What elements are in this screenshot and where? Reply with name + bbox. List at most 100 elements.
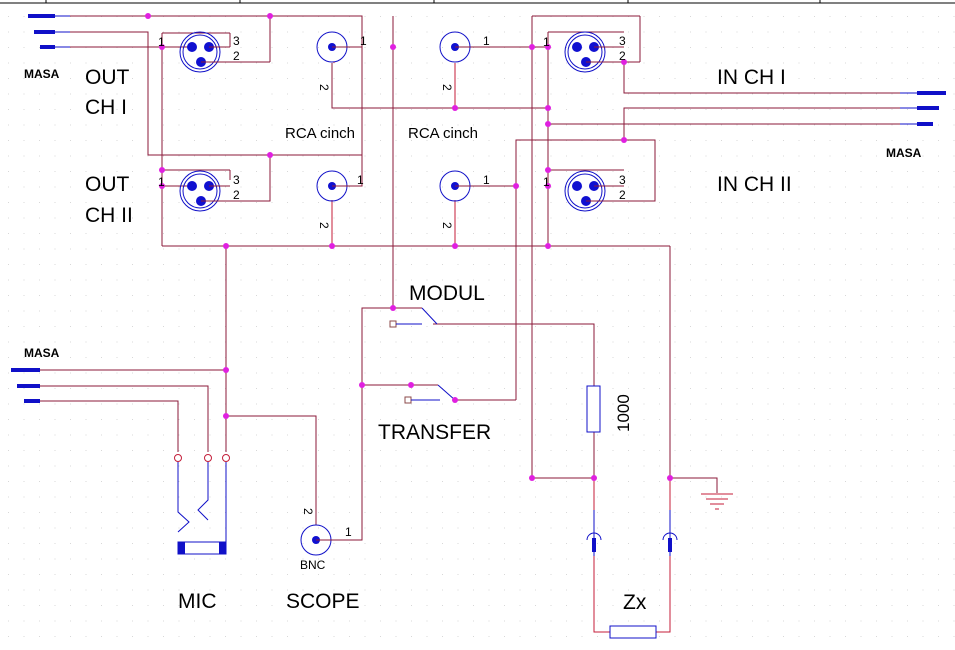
grid-dot <box>442 140 443 141</box>
terminal-block-in <box>900 91 946 126</box>
grid-dot <box>54 403 56 405</box>
grid-dot <box>798 62 800 64</box>
grid-dot <box>566 326 567 327</box>
grid-dot <box>643 248 645 250</box>
grid-dot <box>271 47 273 48</box>
grid-dot <box>721 558 722 560</box>
grid-dot <box>302 233 304 234</box>
grid-dot <box>798 109 800 110</box>
grid-dot <box>674 248 676 250</box>
grid-dot <box>318 248 319 250</box>
grid-dot <box>566 481 567 482</box>
grid-dot <box>318 636 319 637</box>
grid-dot <box>163 357 164 358</box>
grid-dot <box>54 78 56 79</box>
grid-dot <box>23 155 25 157</box>
grid-dot <box>8 140 9 141</box>
grid-dot <box>566 574 567 575</box>
grid-dot <box>829 465 831 467</box>
grid-dot <box>581 47 583 48</box>
grid-dot <box>581 589 583 591</box>
grid-dot <box>783 403 784 405</box>
grid-dot <box>163 233 164 234</box>
grid-dot <box>907 233 908 234</box>
grid-dot <box>442 372 443 374</box>
grid-dot <box>116 357 118 358</box>
grid-dot <box>442 357 443 358</box>
grid-dot <box>922 403 924 405</box>
grid-dot <box>752 155 753 157</box>
grid-dot <box>705 47 707 48</box>
grid-dot <box>54 326 56 327</box>
grid-dot <box>581 372 583 374</box>
grid-dot <box>302 140 304 141</box>
grid-dot <box>85 620 87 622</box>
grid-dot <box>256 558 257 560</box>
grid-dot <box>566 248 567 250</box>
grid-dot <box>504 372 505 374</box>
resistor-1000 <box>586 324 601 433</box>
grid-dot <box>674 403 676 405</box>
grid-dot <box>535 558 536 560</box>
grid-dot <box>860 558 862 560</box>
grid-dot <box>364 109 366 110</box>
rca-cinch-label-2: RCA cinch <box>408 125 478 142</box>
grid-dot <box>147 403 149 405</box>
grid-dot <box>442 171 443 172</box>
grid-dot <box>349 605 350 606</box>
grid-dot <box>628 465 629 467</box>
svg-text:2: 2 <box>233 49 240 63</box>
grid-dot <box>349 310 350 312</box>
grid-dot <box>39 202 40 203</box>
bnc-label: BNC <box>300 558 326 572</box>
grid-dot <box>209 357 211 358</box>
grid-dot <box>767 481 769 482</box>
grid-dot <box>318 527 319 529</box>
grid-dot <box>566 155 567 157</box>
grid-dot <box>194 217 195 219</box>
grid-dot <box>442 527 443 529</box>
grid-dot <box>767 434 769 436</box>
grid-dot <box>194 496 195 498</box>
grid-dot <box>473 217 474 219</box>
grid-dot <box>504 636 505 637</box>
grid-dot <box>101 78 102 79</box>
grid-dot <box>519 558 521 560</box>
grid-dot <box>519 93 521 95</box>
grid-dot <box>442 93 443 95</box>
grid-dot <box>147 341 149 343</box>
grid-dot <box>457 574 459 575</box>
grid-dot <box>876 248 877 250</box>
grid-dot <box>628 605 629 606</box>
grid-dot <box>488 109 490 110</box>
grid-dot <box>736 264 738 265</box>
grid-dot <box>922 78 924 79</box>
grid-dot <box>101 605 102 606</box>
junction-dot <box>545 243 551 249</box>
grid-dot <box>566 217 567 219</box>
grid-dot <box>116 264 118 265</box>
grid-dot <box>442 233 443 234</box>
grid-dot <box>380 248 381 250</box>
grid-dot <box>736 481 738 482</box>
grid-dot <box>411 16 412 17</box>
grid-dot <box>287 372 288 374</box>
grid-dot <box>566 434 567 436</box>
grid-dot <box>256 605 257 606</box>
grid-dot <box>922 202 924 203</box>
grid-dot <box>395 93 397 95</box>
grid-dot <box>798 279 800 281</box>
grid-dot <box>612 78 614 79</box>
svg-text:2: 2 <box>619 49 626 63</box>
grid-dot <box>752 620 753 622</box>
grid-dot <box>85 403 87 405</box>
grid-dot <box>457 372 459 374</box>
grid-dot <box>70 496 71 498</box>
grid-dot <box>488 155 490 157</box>
grid-dot <box>395 279 397 281</box>
grid-dot <box>163 419 164 420</box>
grid-dot <box>922 171 924 172</box>
grid-dot <box>798 574 800 575</box>
grid-dot <box>705 217 707 219</box>
grid-dot <box>132 620 133 622</box>
